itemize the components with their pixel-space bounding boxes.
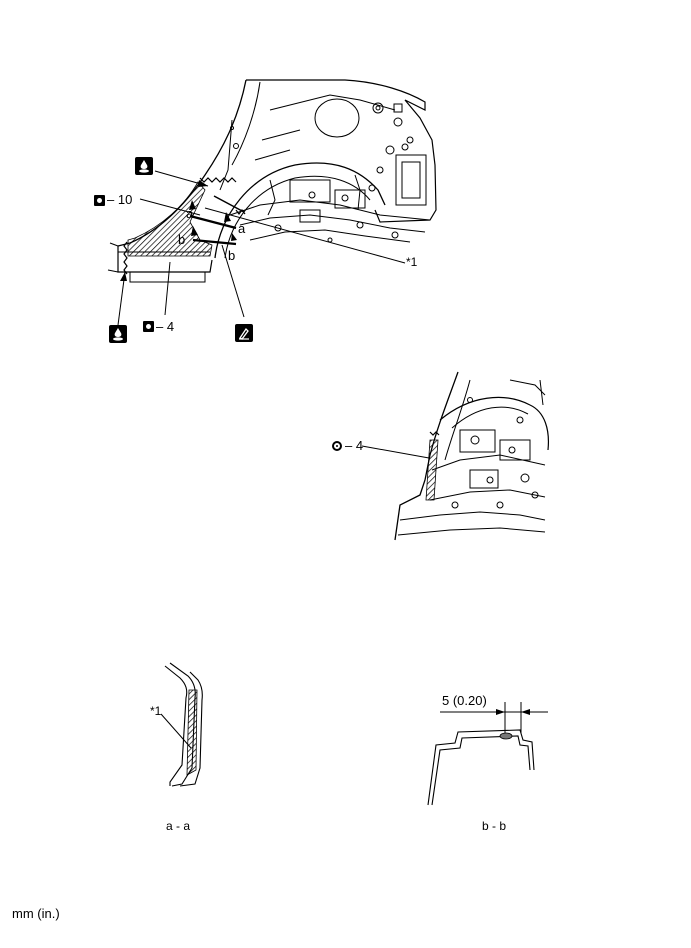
leaders-main [117, 170, 406, 326]
spot-weld-icon [143, 321, 154, 332]
dimension-label: 5 (0.20) [442, 693, 487, 708]
section-mark-a-right: a [238, 221, 246, 236]
leader-detail [361, 445, 430, 459]
hatched-flange-detail [425, 439, 439, 501]
spot-weld-circle-icon [332, 441, 342, 451]
section-mark-b-right: b [228, 248, 236, 263]
weld-count-4-right: – 4 [345, 438, 364, 453]
section-aa-title: a - a [166, 819, 191, 833]
section-mark-b-left: b [178, 232, 186, 247]
dimension-arrows [496, 709, 530, 715]
leader-aa [160, 713, 192, 749]
brush-apply-icon [235, 324, 253, 342]
section-bb-drawing [427, 729, 535, 806]
callout-star1-section-aa: *1 [150, 704, 162, 718]
sealer-zigzag-detail [429, 431, 440, 436]
weld-count-4-bottom: – 4 [156, 319, 175, 334]
units-note: mm (in.) [12, 906, 60, 921]
arrowheads-main [120, 180, 237, 281]
callout-star1-main: *1 [406, 255, 418, 269]
sealer-bead-icon [109, 325, 127, 343]
weld-count-10: – 10 [107, 192, 133, 207]
detail-view-wheelhouse [394, 371, 550, 541]
section-mark-a-left: a [186, 206, 194, 221]
spot-weld-icon [94, 195, 105, 206]
sealer-bead-bb [499, 732, 513, 740]
section-aa-hatch [186, 689, 198, 776]
section-bb-title: b - b [482, 819, 507, 833]
main-view-quarter-panel [107, 79, 437, 283]
sealer-bead-icon [135, 157, 153, 175]
